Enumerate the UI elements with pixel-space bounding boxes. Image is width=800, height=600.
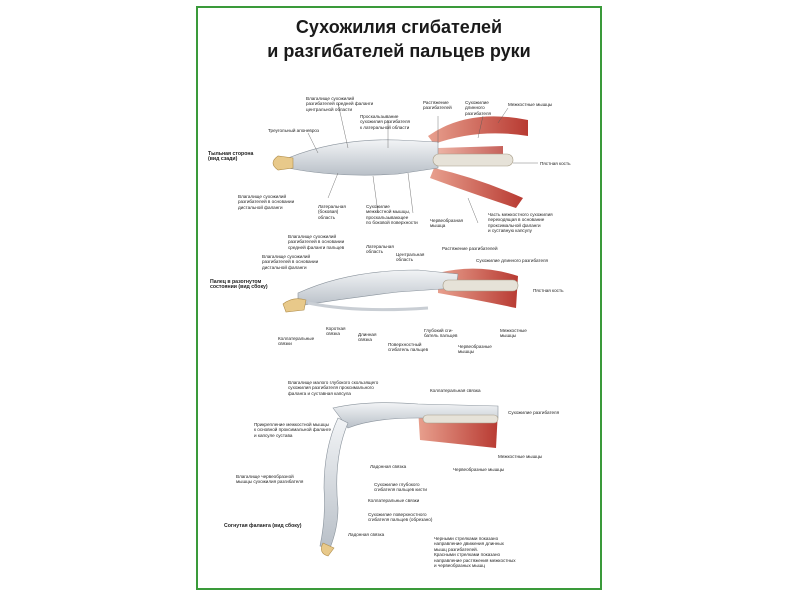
label-lumbrical-3: Червеобразные мышцы (453, 467, 505, 472)
label-sheath-middle-base: Влагалище сухожилий разгибателей в основ… (288, 234, 345, 250)
panel3-view-label: Согнутая фаланга (вид сбоку) (224, 523, 302, 529)
label-part-interosseous: Часть межкостного сухожилия переходящая … (488, 212, 553, 234)
panel1-view-label: Тыльная сторона (вид сзади) (208, 151, 254, 163)
panel2-drawing (282, 268, 519, 313)
label-stretch-ext: Растяжение разгибателей (423, 100, 452, 111)
label-collateral-ligs: Коллатеральные связки (368, 498, 420, 503)
label-sheath-distal: Влагалище сухожилий разгибателей в основ… (238, 194, 295, 210)
panel3-drawing (319, 402, 499, 557)
label-long-ext-tendon-2: Сухожилие длинного разгибателя (476, 258, 549, 263)
label-attach-interosseous: Прикрепление межкостной мышцы к основной… (254, 422, 332, 438)
label-interosseous-tendon: Сухожилие межкостной мышцы, проскальзыва… (366, 204, 418, 226)
label-lateral-band: Проскальзывание сухожилия разгибателя к … (360, 114, 410, 130)
label-ext-tendon: Сухожилие разгибателя (508, 410, 560, 415)
label-triangular: Треугольный апоневроз (268, 128, 319, 133)
label-long-lig: Длинная связка (358, 332, 377, 343)
poster-title-line2: и разгибателей пальцев руки (267, 41, 531, 61)
label-interossei-2: Межкостные мышцы (500, 328, 527, 339)
label-deep-flexor: Глубокий сги- батель пальцев (424, 328, 458, 339)
label-short-lig: Короткая связка (326, 326, 346, 337)
finger-tendon-illustrations (272, 102, 538, 557)
panel1-drawing (272, 116, 528, 208)
label-metacarpal-2: Пястная кость (533, 288, 564, 293)
legend-note: Черными стрелками показано направление д… (434, 536, 516, 569)
label-central-area: Центральная область (396, 252, 425, 263)
poster-title-line1: Сухожилия сгибателей (295, 17, 503, 37)
label-palmar-lig-2: Ладонная связка (348, 532, 385, 537)
label-collateral: Коллатеральные связки (278, 336, 315, 347)
label-lumbrical-1: Червеобразная мышца (430, 218, 464, 229)
label-collateral-lig: Коллатеральная связка (430, 388, 481, 393)
label-sheath-middle: Влагалище сухожилий разгибателей средней… (306, 96, 374, 112)
label-deep-flexor-3: Сухожилие глубокого сгибателя пальцев ки… (374, 482, 427, 493)
label-lumbrical-2: Червеобразные мышцы (458, 344, 492, 355)
label-metacarpal: Пястная кость (540, 161, 571, 166)
leader-lines (307, 102, 538, 224)
anatomy-poster: Сухожилия сгибателей и разгибателей паль… (196, 6, 602, 590)
panel2-view-label: Палец в разогнутом состоянии (вид сбоку) (210, 279, 268, 291)
label-sheath-distal-base: Влагалище сухожилий разгибателей в основ… (262, 254, 319, 270)
label-lateral-area-2: Латеральная область (366, 244, 394, 255)
label-interossei-3: Межкостные мышцы (498, 454, 543, 459)
label-interossei: Межкостные мышцы (508, 102, 553, 107)
label-long-ext-tendon: Сухожилие длинного разгибателя (465, 100, 492, 116)
label-palmar-lig: Ладонная связка (370, 464, 407, 469)
label-superficial-flexor: Поверхностный сгибатель пальцев (388, 342, 429, 353)
label-lateral-area: Латеральная (боковая) область (318, 204, 346, 220)
label-superficial-flexor-3: Сухожилие поверхностного сгибателя пальц… (368, 512, 433, 523)
label-sheath-deep: Влагалище малого глубокого скользящего с… (288, 380, 379, 396)
label-sheath-lumbrical: Влагалище червеобразной мышцы сухожилия … (236, 474, 304, 485)
label-stretch-ext-2: Растяжение разгибателей (442, 246, 498, 251)
